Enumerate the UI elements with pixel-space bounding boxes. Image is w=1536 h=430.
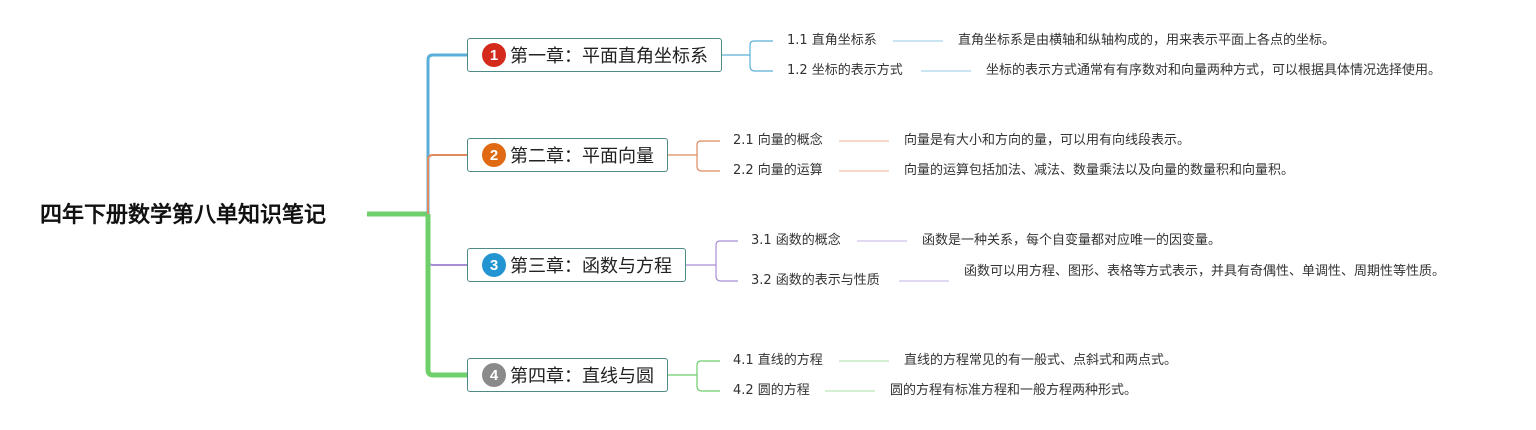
number-2-icon: 2 [482,143,506,167]
number-3-icon: 3 [482,253,506,277]
section-3-2-title[interactable]: 3.2 函数的表示与性质 [751,273,880,288]
root-title[interactable]: 四年下册数学第八单知识笔记 [40,203,327,228]
branch-4-2 [696,375,720,392]
branch-2-2 [696,155,720,172]
chapter-3-title: 第三章：函数与方程 [510,256,672,277]
section-3-1-title[interactable]: 3.1 函数的概念 [751,233,841,248]
branch-3-2 [715,265,738,282]
chapter-2-title: 第二章：平面向量 [510,146,654,167]
section-2-2-desc[interactable]: 向量的运算包括加法、减法、数量乘法以及向量的数量积和向量积。 [904,163,1295,178]
number-4-icon: 4 [482,363,506,387]
branch-1-1 [722,40,773,56]
chapter-4-node[interactable]: 4 第四章：直线与圆 [467,358,668,392]
branch-2-1 [668,140,720,156]
section-1-2-title[interactable]: 1.2 坐标的表示方式 [787,63,903,78]
section-2-1-title[interactable]: 2.1 向量的概念 [733,133,823,148]
chapter-1-node[interactable]: 1 第一章：平面直角坐标系 [467,38,722,72]
number-1-icon: 1 [482,43,506,67]
trunk-ch3 [427,214,467,266]
section-4-1-desc[interactable]: 直线的方程常见的有一般式、点斜式和两点式。 [904,353,1178,368]
chapter-4-title: 第四章：直线与圆 [510,366,654,387]
chapter-2-node[interactable]: 2 第二章：平面向量 [467,138,668,172]
section-1-2-desc[interactable]: 坐标的表示方式通常有有序数对和向量两种方式，可以根据具体情况选择使用。 [986,63,1442,78]
branch-1-2 [749,55,773,72]
chapter-3-node[interactable]: 3 第三章：函数与方程 [467,248,686,282]
branch-4-1 [668,360,720,376]
section-4-2-title[interactable]: 4.2 圆的方程 [733,383,810,398]
branch-3-1 [686,240,738,266]
chapter-1-title: 第一章：平面直角坐标系 [510,46,708,67]
section-3-1-desc[interactable]: 函数是一种关系，每个自变量都对应唯一的因变量。 [922,233,1222,248]
section-4-1-title[interactable]: 4.1 直线的方程 [733,353,823,368]
trunk-ch4 [425,214,467,378]
section-3-2-desc[interactable]: 函数可以用方程、图形、表格等方式表示，并具有奇偶性、单调性、周期性等性质。 [964,264,1446,279]
section-1-1-title[interactable]: 1.1 直角坐标系 [787,33,877,48]
section-2-2-title[interactable]: 2.2 向量的运算 [733,163,823,178]
section-4-2-desc[interactable]: 圆的方程有标准方程和一般方程两种形式。 [890,383,1138,398]
section-2-1-desc[interactable]: 向量是有大小和方向的量，可以用有向线段表示。 [904,133,1191,148]
trunk-ch2 [427,154,467,214]
section-1-1-desc[interactable]: 直角坐标系是由横轴和纵轴构成的，用来表示平面上各点的坐标。 [958,33,1336,48]
trunk-ch1 [426,53,467,214]
